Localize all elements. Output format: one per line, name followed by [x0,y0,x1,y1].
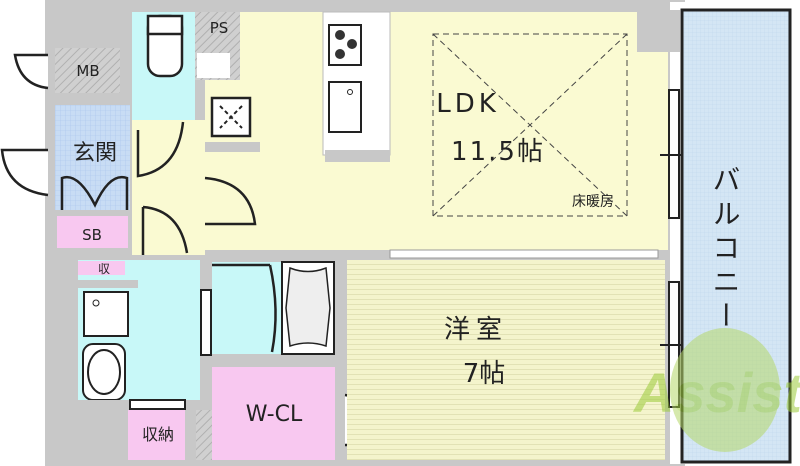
ldk-label: LDK [436,89,500,119]
ldk-area [205,12,668,250]
sliding-partition[interactable] [389,249,659,259]
ldk-size: 11.5帖 [451,137,545,167]
small-storage [78,261,125,275]
assist-logo: Assist [632,328,800,452]
entrance-area [55,105,130,210]
washroom-door[interactable] [141,205,189,255]
western-room [347,260,665,460]
storage-label: 収納 [142,425,174,444]
toilet-door[interactable] [136,121,185,178]
washbasin-icon [82,343,126,401]
entrance-label: 玄関 [73,141,117,166]
sb-label: SB [82,226,102,244]
ldk-door[interactable] [204,176,257,226]
washing-machine-icon [83,291,129,337]
mb-label: MB [76,62,99,80]
shoe-box-doors [60,175,129,210]
western-room-size: 7帖 [463,359,506,389]
meter-box-door[interactable] [13,53,49,90]
floor-heating-label: 床暖房 [572,194,614,210]
svg-text:Assist: Assist [632,361,800,424]
bath-door[interactable] [268,264,277,353]
western-room-label: 洋室 [444,315,508,345]
small-storage-label: 収 [98,262,110,276]
entrance-door[interactable] [0,148,49,197]
sink-icon [328,81,362,133]
meter-box [55,48,120,93]
walk-in-closet [212,367,335,460]
storage-closet [128,410,185,460]
wcl-label: W-CL [246,402,303,427]
ps-label: PS [210,19,229,37]
balcony-label: バルコニー [709,165,742,335]
floor-heating-area [432,33,628,217]
shoe-box [57,216,128,248]
